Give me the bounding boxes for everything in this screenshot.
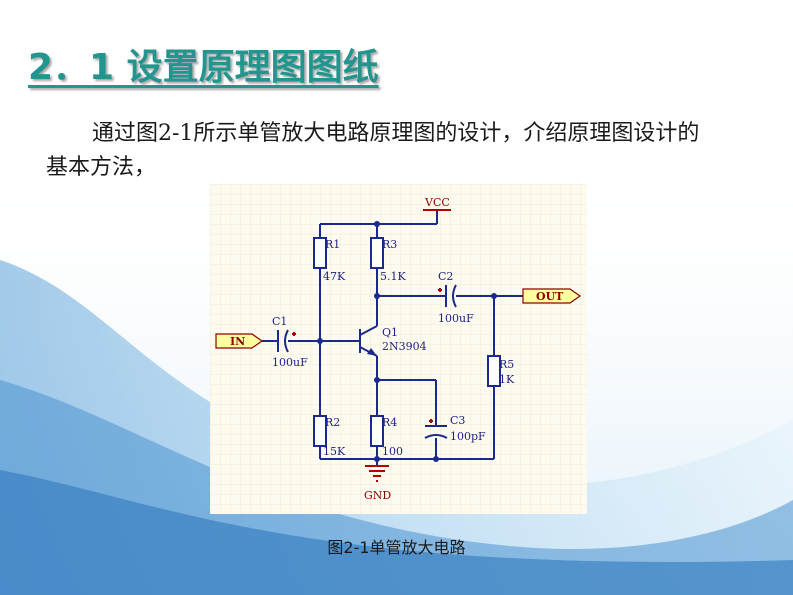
output-port: OUT — [522, 288, 582, 304]
input-port: IN — [215, 333, 264, 349]
slide-title: 2．1 设置原理图图纸 — [28, 47, 379, 88]
svg-text:R3: R3 — [382, 238, 397, 251]
ground-symbol: GND — [364, 465, 391, 502]
vcc-label: VCC — [424, 196, 450, 209]
svg-text:C1: C1 — [272, 315, 287, 328]
input-port-label: IN — [230, 335, 245, 348]
resistor-r3: R3 5.1K — [370, 237, 406, 283]
svg-text:15K: 15K — [323, 445, 346, 458]
svg-text:100uF: 100uF — [272, 356, 308, 369]
figure-caption: 图2-1单管放大电路 — [327, 538, 466, 557]
capacitor-c3: C3 100pF — [424, 414, 486, 443]
slide-paragraph: 通过图2-1所示单管放大电路原理图的设计，介绍原理图设计的基本方法， — [46, 121, 700, 180]
svg-text:1K: 1K — [499, 373, 515, 386]
svg-text:100pF: 100pF — [450, 430, 486, 443]
svg-text:100uF: 100uF — [438, 312, 474, 325]
gnd-label: GND — [364, 489, 391, 502]
svg-text:R5: R5 — [499, 358, 514, 371]
resistor-r5: R5 1K — [487, 355, 515, 387]
svg-text:R2: R2 — [325, 416, 340, 429]
svg-text:C3: C3 — [450, 414, 465, 427]
svg-text:R1: R1 — [325, 238, 340, 251]
vcc-power-symbol: VCC — [423, 196, 451, 211]
resistor-r2: R2 15K — [313, 415, 346, 458]
svg-text:100: 100 — [382, 445, 403, 458]
transistor-q1: Q1 2N3904 — [357, 325, 427, 357]
capacitor-c2: C2 100uF — [438, 270, 474, 325]
resistor-r1: R1 47K — [313, 237, 346, 283]
capacitor-c1: C1 100uF — [272, 315, 308, 369]
svg-text:C2: C2 — [438, 270, 453, 283]
junctions — [317, 221, 497, 462]
svg-text:2N3904: 2N3904 — [382, 340, 427, 353]
svg-text:R4: R4 — [382, 416, 397, 429]
svg-text:Q1: Q1 — [382, 326, 398, 339]
output-port-label: OUT — [536, 290, 564, 303]
svg-text:47K: 47K — [323, 270, 346, 283]
circuit-schematic: VCC GND IN OUT R1 47K R2 — [210, 184, 587, 514]
resistor-r4: R4 100 — [370, 415, 403, 458]
svg-text:5.1K: 5.1K — [380, 270, 406, 283]
